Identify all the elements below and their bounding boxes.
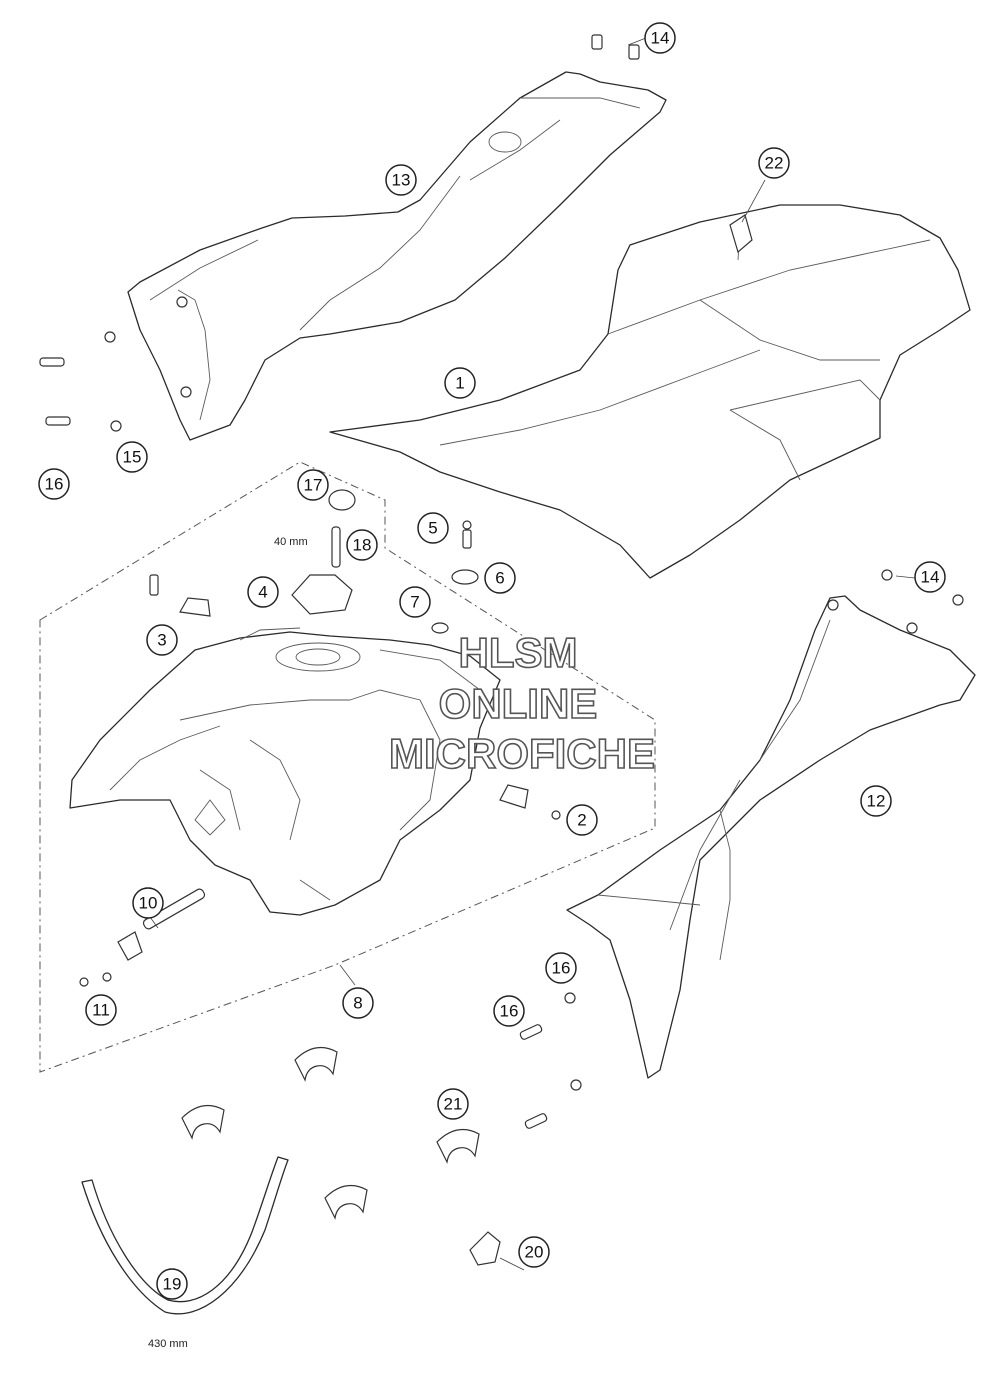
callout-8[interactable]: 8 [342, 987, 374, 1019]
callout-13[interactable]: 13 [385, 164, 417, 196]
seat [329, 204, 971, 579]
callout-5[interactable]: 5 [417, 512, 449, 544]
svg-text:5: 5 [428, 519, 437, 538]
svg-text:2: 2 [577, 811, 586, 830]
svg-text:18: 18 [353, 536, 372, 555]
svg-text:15: 15 [123, 448, 142, 467]
fuel-hose [81, 1156, 289, 1315]
callout-17[interactable]: 17 [297, 469, 329, 501]
svg-text:22: 22 [765, 154, 784, 173]
callout-2[interactable]: 2 [566, 804, 598, 836]
svg-text:20: 20 [525, 1243, 544, 1262]
svg-text:11: 11 [92, 1001, 110, 1020]
callout-10[interactable]: 10 [132, 887, 164, 919]
callout-6[interactable]: 6 [484, 562, 516, 594]
svg-text:10: 10 [139, 894, 158, 913]
vent-hose-length-label: 40 mm [274, 536, 308, 548]
svg-text:17: 17 [304, 476, 323, 495]
callout-22[interactable]: 22 [758, 147, 790, 179]
callout-16-right-lower[interactable]: 16 [493, 995, 525, 1027]
watermark-line-2: ONLINE [439, 680, 598, 727]
svg-text:21: 21 [444, 1095, 463, 1114]
fuel-tank [69, 627, 501, 916]
leader-lines [149, 37, 916, 1271]
svg-text:14: 14 [651, 29, 670, 48]
svg-text:12: 12 [867, 792, 886, 811]
callout-20[interactable]: 20 [518, 1236, 550, 1268]
callout-11[interactable]: 11 [85, 994, 117, 1026]
watermark-line-3: MICROFICHE [389, 730, 655, 777]
svg-text:7: 7 [410, 593, 419, 612]
svg-text:8: 8 [353, 994, 362, 1013]
svg-text:6: 6 [495, 569, 504, 588]
watermark: HLSM ONLINE MICROFICHE [388, 628, 656, 778]
callout-21[interactable]: 21 [437, 1088, 469, 1120]
callout-3[interactable]: 3 [146, 624, 178, 656]
hardware [39, 34, 964, 1266]
callout-12[interactable]: 12 [860, 785, 892, 817]
callout-18[interactable]: 18 [346, 529, 378, 561]
svg-text:4: 4 [258, 583, 267, 602]
callout-19[interactable]: 19 [156, 1268, 188, 1300]
callout-16-right-upper[interactable]: 16 [545, 952, 577, 984]
svg-text:16: 16 [500, 1002, 519, 1021]
callout-15[interactable]: 15 [116, 441, 148, 473]
hose-clamps [181, 1046, 480, 1220]
svg-text:3: 3 [157, 631, 166, 650]
callout-14-right[interactable]: 14 [914, 561, 946, 593]
callout-16-left[interactable]: 16 [38, 468, 70, 500]
callout-7[interactable]: 7 [399, 586, 431, 618]
svg-text:14: 14 [921, 568, 940, 587]
watermark-line-1: HLSM [459, 629, 578, 676]
svg-text:1: 1 [455, 374, 464, 393]
svg-text:19: 19 [163, 1275, 182, 1294]
svg-text:16: 16 [45, 475, 64, 494]
callout-14-top[interactable]: 14 [644, 22, 676, 54]
svg-text:13: 13 [392, 171, 411, 190]
fuel-hose-length-label: 430 mm [148, 1338, 188, 1350]
callout-1[interactable]: 1 [444, 367, 476, 399]
left-side-panel [127, 71, 667, 441]
callout-4[interactable]: 4 [247, 576, 279, 608]
right-side-panel [566, 595, 976, 1079]
svg-text:16: 16 [552, 959, 571, 978]
